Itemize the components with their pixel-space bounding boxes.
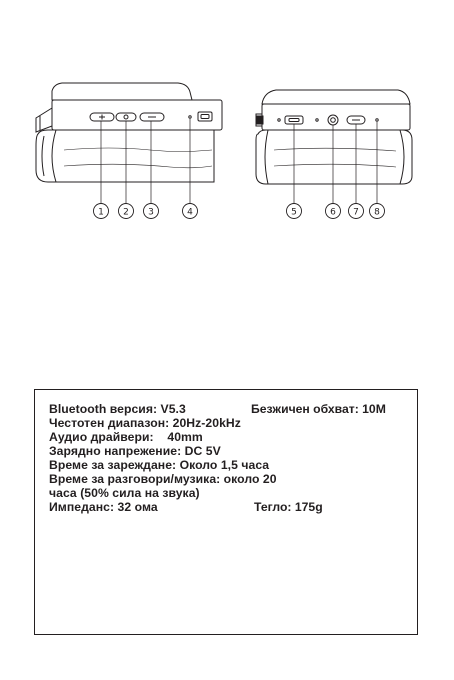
callout-label-5: 5: [291, 207, 297, 217]
spec-talk-music-time-line2: часа (50% сила на звука): [49, 486, 200, 500]
spec-talk-music-time-line1: Време за разговори/музика: около 20: [49, 472, 277, 486]
left-control-buttons: [90, 112, 212, 121]
right-earcup: [256, 90, 412, 184]
spec-frequency-range: Честотен диапазон: 20Hz-20kHz: [49, 416, 241, 430]
callout-label-4: 4: [187, 207, 193, 217]
right-control-buttons: [278, 115, 378, 125]
specifications-box: Bluetooth версия: V5.3 Безжичен обхват: …: [34, 389, 418, 635]
left-leader-lines: [101, 119, 190, 203]
headphone-diagram: 1 2 3 4 5 6 7 8: [0, 70, 454, 230]
spec-bluetooth-version: Bluetooth версия: V5.3: [49, 402, 186, 416]
callout-label-6: 6: [330, 207, 336, 217]
spec-wireless-range: Безжичен обхват: 10M: [251, 402, 386, 416]
right-leader-lines: [294, 122, 377, 203]
callout-label-2: 2: [123, 207, 129, 217]
callout-label-7: 7: [353, 207, 359, 217]
callout-label-3: 3: [148, 207, 154, 217]
callout-label-1: 1: [98, 207, 104, 217]
spec-audio-drivers: Аудио драйвери: 40mm: [49, 430, 203, 444]
spec-charging-voltage: Зарядно напрежение: DC 5V: [49, 444, 221, 458]
left-earcup: [36, 83, 222, 182]
spec-impedance: Импеданс: 32 ома: [49, 500, 158, 514]
spec-charging-time: Време за зареждане: Около 1,5 часа: [49, 458, 269, 472]
callout-label-8: 8: [374, 207, 380, 217]
spec-weight: Тегло: 175g: [254, 500, 323, 514]
